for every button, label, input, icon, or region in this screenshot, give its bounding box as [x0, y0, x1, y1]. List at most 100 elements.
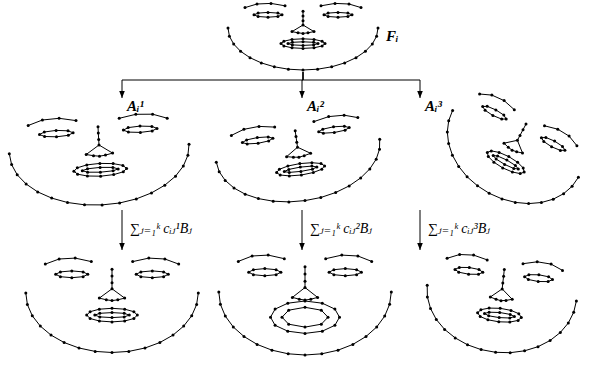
landmark-dot — [136, 314, 139, 317]
landmark-dot — [320, 309, 323, 312]
landmark-dot — [343, 61, 346, 64]
landmark-dot — [320, 168, 323, 171]
landmark-line — [216, 139, 379, 202]
matrix-label: Fᵢ — [386, 28, 399, 45]
landmark-dot — [488, 311, 491, 314]
landmark-dot — [443, 328, 446, 331]
landmark-dot — [291, 41, 294, 44]
landmark-dot — [82, 270, 85, 273]
landmark-dot — [324, 257, 327, 260]
landmark-dot — [275, 273, 278, 276]
landmark-dot — [332, 268, 335, 271]
landmark-dot — [519, 172, 522, 175]
landmark-dot — [344, 129, 347, 132]
landmark-dot — [479, 308, 482, 311]
landmark-dot — [139, 275, 142, 278]
landmark-dot — [128, 314, 131, 317]
landmark-dot — [251, 255, 254, 258]
landmark-dot — [503, 163, 506, 166]
landmark-dot — [486, 151, 489, 154]
landmark-dot — [111, 307, 114, 310]
landmark-dot — [348, 126, 351, 129]
landmark-dot — [86, 171, 89, 174]
landmark-dot — [330, 65, 333, 68]
landmark-dot — [139, 131, 142, 134]
landmark-dot — [163, 184, 166, 187]
landmark-dot — [320, 162, 323, 165]
landmark-dot — [139, 125, 142, 128]
landmark-dot — [72, 170, 75, 173]
landmark-dot — [281, 13, 284, 16]
landmark-dot — [182, 165, 185, 168]
landmark-dot — [494, 108, 497, 111]
landmark-dot — [575, 299, 578, 302]
landmark-dot — [263, 274, 266, 277]
landmark-dot — [162, 270, 165, 273]
landmark-dot — [276, 12, 279, 15]
landmark-dot — [502, 275, 505, 278]
landmark-dot — [359, 176, 362, 179]
landmark-dot — [312, 43, 315, 46]
landmark-dot — [507, 146, 510, 149]
landmark-dot — [156, 127, 159, 130]
landmark-dot — [121, 164, 124, 167]
landmark-dot — [547, 275, 550, 278]
landmark-dot — [454, 336, 457, 339]
landmark-line — [545, 126, 577, 146]
landmark-dot — [132, 317, 135, 320]
landmark-dot — [547, 280, 550, 283]
landmark-dot — [43, 135, 46, 138]
landmark-dot — [172, 334, 175, 337]
landmark-dot — [447, 119, 450, 122]
landmark-dot — [287, 309, 290, 312]
landmark-dot — [78, 347, 81, 350]
landmark-line — [245, 3, 285, 7]
landmark-dot — [93, 314, 96, 317]
landmark-line — [493, 156, 518, 169]
landmark-dot — [10, 163, 13, 166]
landmark-dot — [244, 193, 247, 196]
landmark-dot — [286, 330, 289, 333]
landmark-dot — [98, 162, 101, 165]
landmark-dot — [89, 317, 92, 320]
landmark-dot — [540, 201, 543, 204]
landmark-dot — [89, 310, 92, 313]
landmark-dot — [321, 302, 324, 305]
landmark-dot — [523, 349, 526, 352]
landmark-line — [490, 289, 512, 299]
landmark-dot — [302, 32, 305, 35]
landmark-dot — [509, 351, 512, 354]
branch-arrow — [122, 72, 303, 98]
landmark-dot — [512, 167, 515, 170]
landmark-dot — [509, 313, 512, 316]
landmark-dot — [320, 4, 323, 7]
landmark-dot — [117, 167, 120, 170]
landmark-dot — [446, 130, 449, 133]
landmark-dot — [355, 56, 358, 59]
landmark-dot — [111, 320, 114, 323]
landmark-dot — [267, 16, 270, 19]
landmark-dot — [55, 129, 58, 132]
landmark-dot — [338, 316, 341, 319]
landmark-dot — [8, 152, 11, 155]
landmark-line — [86, 145, 112, 155]
landmark-dot — [125, 167, 128, 170]
landmark-line — [238, 255, 284, 261]
landmark-dot — [503, 99, 506, 102]
landmark-dot — [267, 254, 270, 257]
landmark-dot — [323, 164, 326, 167]
landmark-dot — [283, 170, 286, 173]
landmark-dot — [92, 154, 95, 157]
landmark-dot — [360, 271, 363, 274]
landmark-dot — [278, 168, 281, 171]
landmark-dot — [332, 125, 335, 128]
landmark-dot — [517, 167, 520, 170]
landmark-dot — [252, 268, 255, 271]
landmark-dot — [343, 114, 346, 117]
landmark-line — [314, 115, 358, 121]
landmark-line — [326, 255, 372, 261]
landmark-dot — [365, 335, 368, 338]
landmark-dot — [215, 161, 218, 164]
landmark-dot — [247, 271, 250, 274]
